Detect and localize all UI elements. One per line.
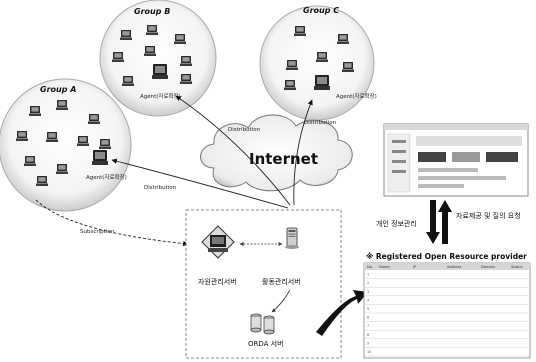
provider-table-header-cell: IP [413, 265, 417, 269]
provider-table-header-cell: Domain [481, 265, 495, 269]
table-row[interactable]: 8 [364, 333, 530, 340]
provider-table-header-cell: Address [447, 265, 461, 269]
provider-table-header-cell: Name [379, 265, 390, 269]
group-a-label: Group A [40, 85, 76, 94]
label-dist-a: Distribution [144, 185, 177, 191]
table-row[interactable]: 6 [364, 316, 530, 322]
group-a: Group A Agent(자료확장) [0, 78, 132, 212]
label-dist-c: Distribution [304, 120, 337, 126]
table-row[interactable]: 5 [364, 307, 530, 314]
group-c-agent-label: Agent(자료확장) [336, 92, 377, 100]
table-cell: 9 [367, 341, 369, 345]
note-left: 개인 정보관리 [376, 219, 417, 228]
arrow-to-provider-table [316, 290, 368, 336]
table-cell: 4 [367, 298, 369, 302]
updown-arrows [426, 200, 452, 244]
provider-table: ※ Registered Open Resource provider No.N… [363, 252, 531, 359]
internet-cloud: Internet [200, 114, 353, 192]
table-cell: 1 [367, 273, 369, 277]
arrow-up [438, 200, 452, 244]
group-c: Group C Agent(자료확장) [259, 5, 377, 121]
arrow-down [426, 200, 440, 244]
resource-server-label: 자원관리서버 [198, 277, 237, 286]
group-b-label: Group B [134, 7, 170, 16]
internet-label: Internet [249, 150, 318, 168]
label-dist-b: Distribution [228, 127, 261, 133]
group-c-label: Group C [303, 6, 339, 15]
orda-server-label: ORDA 서버 [248, 339, 284, 348]
provider-table-frame [363, 262, 531, 359]
arrow-dist-a [111, 158, 289, 209]
group-a-agent-computer-icon [92, 150, 108, 165]
group-c-agent-computer-icon [314, 75, 330, 90]
provider-table-header-cell: Status [511, 265, 523, 269]
table-cell: 6 [367, 316, 369, 320]
arrow-dist-b [175, 95, 291, 206]
group-c-bubble [259, 5, 375, 121]
table-row[interactable]: 7 [364, 324, 530, 331]
activity-server-label: 활동관리서버 [262, 277, 301, 286]
group-b-agent-computer-icon [152, 64, 168, 79]
provider-table-title: ※ Registered Open Resource provider [366, 252, 527, 261]
table-cell: 5 [367, 307, 369, 311]
table-row[interactable]: 4 [364, 298, 530, 305]
table-row[interactable]: 1 [364, 273, 530, 279]
table-cell: 8 [367, 333, 369, 337]
orda-server-icon [250, 313, 275, 335]
table-cell: 10 [367, 350, 371, 354]
group-b-bubble [99, 0, 217, 117]
cloud-shape [200, 114, 353, 192]
label-subscription: Subscription [80, 229, 115, 235]
group-a-agent-label: Agent(자료확장) [86, 173, 127, 181]
arrow-dist-c [293, 99, 313, 206]
arrow-lines [35, 95, 313, 247]
provider-table-body: 1 2 3 4 5 6 7 8 9 10 [364, 273, 530, 357]
table-row[interactable]: 9 [364, 341, 530, 348]
table-cell: 3 [367, 290, 369, 294]
table-row[interactable]: 10 [364, 350, 530, 357]
table-cell: 7 [367, 324, 369, 328]
ui-thumbnail [383, 123, 529, 197]
group-a-bubble [0, 78, 132, 212]
arrow-activity-orda [271, 289, 291, 313]
group-b-agent-label: Agent(자료확장) [140, 92, 181, 100]
table-row[interactable]: 2 [364, 281, 530, 288]
provider-table-header-cell: No. [367, 265, 373, 269]
server-box: 자원관리서버 활동관리서버 ORDA 서버 [185, 209, 342, 359]
note-right: 자료제공 및 질의 요청 [456, 211, 521, 220]
server-box-frame [185, 209, 342, 359]
activity-server-icon [284, 227, 300, 250]
resource-server-icon [201, 225, 235, 259]
table-row[interactable]: 3 [364, 290, 530, 297]
group-b: Group B Agent(자료확장) [99, 0, 217, 117]
provider-table-header-bg [364, 263, 530, 270]
arrow-subscription [35, 199, 189, 247]
table-cell: 2 [367, 281, 369, 285]
provider-table-header: No. Name IP Address Domain Status [364, 263, 530, 270]
